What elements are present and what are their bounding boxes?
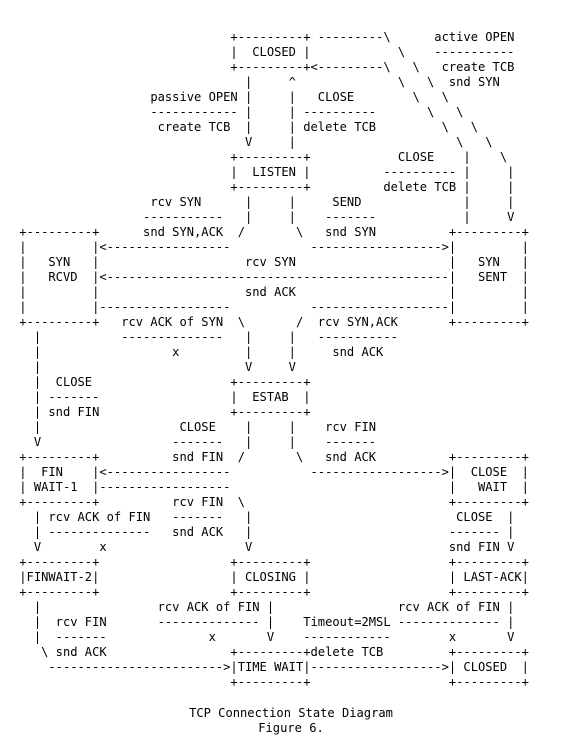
diagram-line: +---------+ CLOSE | \ [12, 150, 508, 164]
diagram-line: +---------+ +---------+ +---------+ [12, 585, 529, 599]
diagram-line: V | \ \ [12, 135, 493, 149]
diagram-line: ----------- | | ------- | V [12, 210, 515, 224]
diagram-line: | |------------------ ------------------… [12, 300, 529, 314]
diagram-line: | -------------- | | ----------- [12, 330, 398, 344]
diagram-line: | WAIT-1 |------------------ | WAIT | [12, 480, 529, 494]
tcp-state-diagram: +---------+ ---------\ active OPEN | CLO… [12, 30, 529, 690]
diagram-line: +---------+ snd SYN,ACK / \ snd SYN +---… [12, 225, 529, 239]
diagram-line: | ^ \ \ snd SYN [12, 75, 500, 89]
diagram-line: | rcv ACK of FIN ------- | CLOSE | [12, 510, 515, 524]
diagram-line: V ------- | | ------- [12, 435, 377, 449]
diagram-line: | FIN |<----------------- --------------… [12, 465, 529, 479]
diagram-line: V x V snd FIN V [12, 540, 515, 554]
figure-caption: TCP Connection State Diagram Figure 6. [0, 706, 582, 736]
diagram-line: ------------------------>|TIME WAIT|----… [12, 660, 529, 674]
diagram-line: | | snd ACK | | [12, 285, 529, 299]
diagram-line: +---------+<---------\ \ create TCB [12, 60, 515, 74]
diagram-line: +---------+ +---------+ +---------+ [12, 555, 529, 569]
diagram-line: ------------ | | ---------- \ \ [12, 105, 464, 119]
diagram-line: | rcv ACK of FIN | rcv ACK of FIN | [12, 600, 515, 614]
diagram-line: | -------------- snd ACK | ------- | [12, 525, 515, 539]
diagram-line: passive OPEN | | CLOSE \ \ [12, 90, 449, 104]
diagram-line: +---------+ snd FIN / \ snd ACK +-------… [12, 450, 529, 464]
diagram-line: | x | | snd ACK [12, 345, 384, 359]
diagram-line: \ snd ACK +---------+delete TCB +-------… [12, 645, 529, 659]
diagram-line: | snd FIN +---------+ [12, 405, 311, 419]
diagram-line: +---------+ delete TCB | | [12, 180, 515, 194]
diagram-line: | ------- | ESTAB | [12, 390, 311, 404]
diagram-line: +---------+ rcv FIN \ +---------+ [12, 495, 529, 509]
diagram-line: rcv SYN | | SEND | | [12, 195, 515, 209]
diagram-line: | CLOSE +---------+ [12, 375, 311, 389]
diagram-line: +---------+ rcv ACK of SYN \ / rcv SYN,A… [12, 315, 529, 329]
diagram-line: | LISTEN | ---------- | | [12, 165, 515, 179]
diagram-line: | V V [12, 360, 296, 374]
diagram-line: | RCVD |<-------------------------------… [12, 270, 529, 284]
diagram-line: +---------+ ---------\ active OPEN [12, 30, 515, 44]
diagram-line: | SYN | rcv SYN | SYN | [12, 255, 529, 269]
diagram-line: | rcv FIN -------------- | Timeout=2MSL … [12, 615, 515, 629]
caption-figure-number: Figure 6. [258, 721, 324, 735]
diagram-line: +---------+ +---------+ [12, 675, 529, 689]
diagram-line: | CLOSED | \ ----------- [12, 45, 515, 59]
diagram-line: | ------- x V ------------ x V [12, 630, 515, 644]
diagram-line: | CLOSE | | rcv FIN [12, 420, 377, 434]
diagram-line: | |<----------------- ------------------… [12, 240, 529, 254]
diagram-line: |FINWAIT-2| | CLOSING | | LAST-ACK| [12, 570, 529, 584]
caption-title: TCP Connection State Diagram [189, 706, 393, 720]
diagram-line: create TCB | | delete TCB \ \ [12, 120, 478, 134]
